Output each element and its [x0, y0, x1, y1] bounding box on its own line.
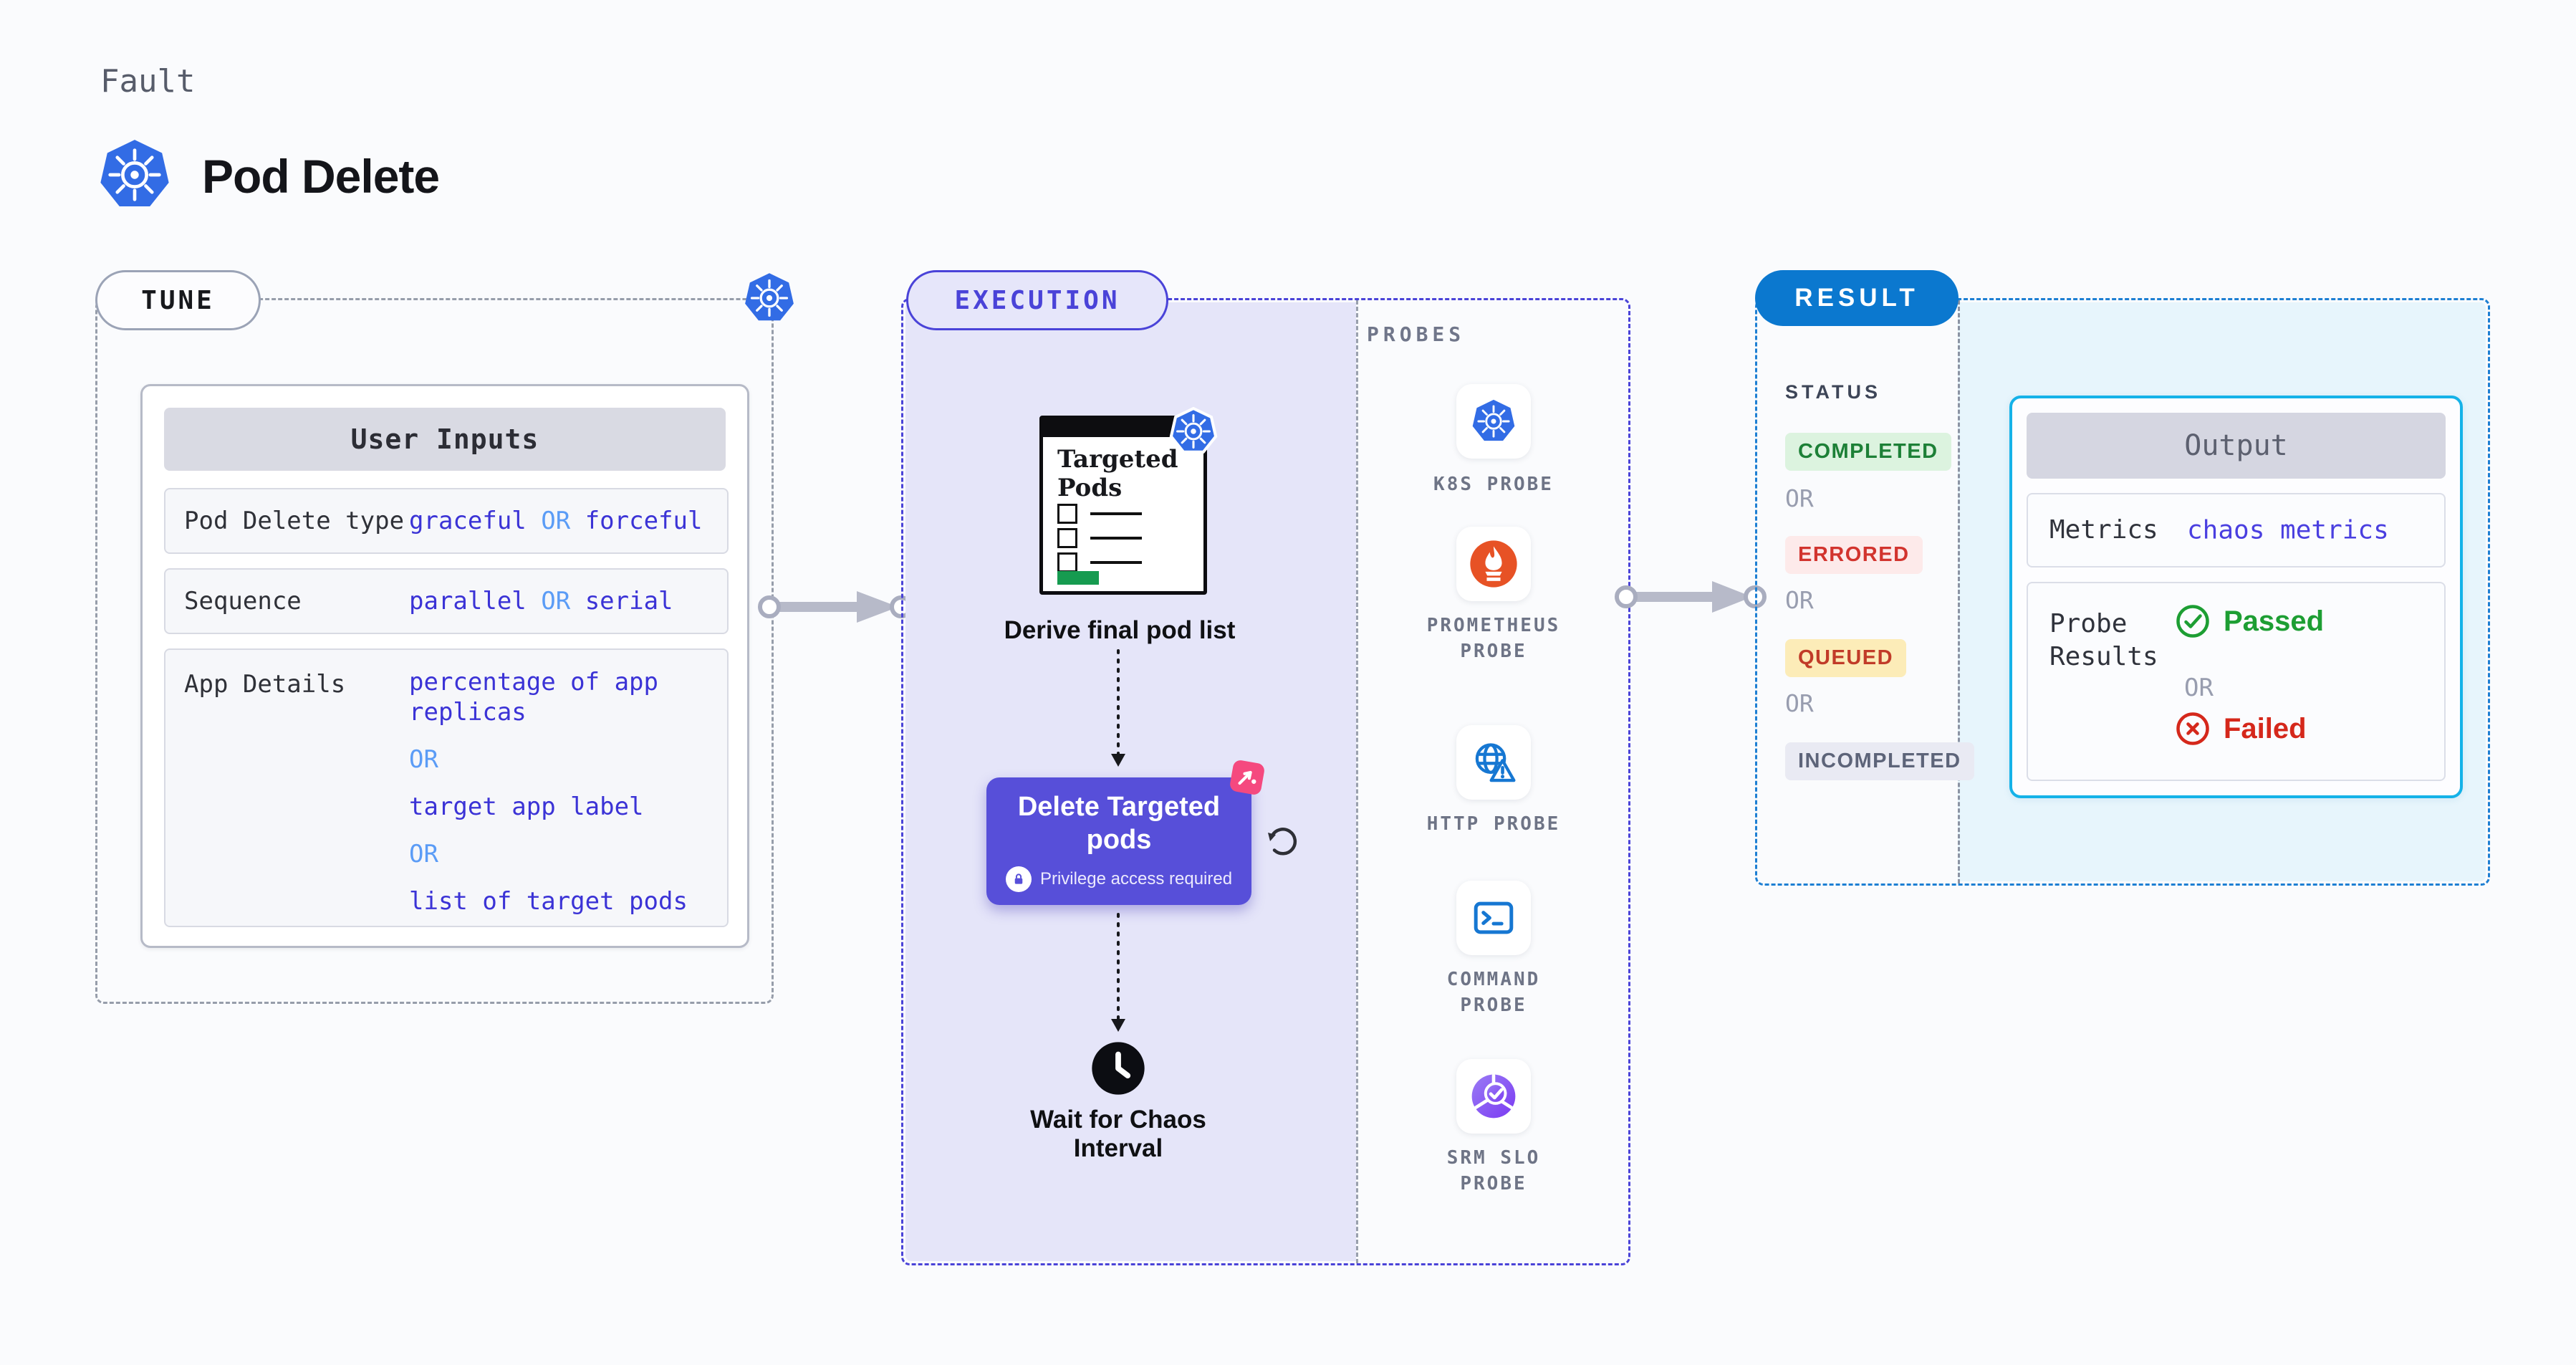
- input-row-value: percentage of app replicas OR target app…: [409, 668, 688, 916]
- page-title: Pod Delete: [202, 150, 440, 203]
- input-row-value: graceful OR forceful: [409, 507, 703, 535]
- checkbox-icon: [1057, 504, 1077, 524]
- list-line: [1090, 537, 1142, 540]
- status-or: OR: [1785, 484, 1814, 512]
- checkbox-icon: [1057, 528, 1077, 548]
- probe-label: HTTP PROBE: [1426, 813, 1561, 835]
- wait-chaos-interval-caption: Wait for Chaos Interval: [1030, 1106, 1206, 1162]
- http-globe-icon: [1475, 743, 1516, 782]
- input-row-label: Sequence: [184, 587, 302, 616]
- kubernetes-icon: [1471, 398, 1516, 442]
- flow-arrow-tune-to-execution: [758, 591, 913, 623]
- status-or: OR: [1785, 586, 1814, 614]
- privilege-note-label: Privilege access required: [1039, 869, 1233, 889]
- input-row-sequence: Sequence parallel OR serial: [164, 568, 729, 634]
- terminal-icon: [1474, 901, 1514, 934]
- tune-section-box: [95, 298, 774, 1004]
- input-row-value: parallel OR serial: [409, 587, 673, 616]
- status-title: STATUS: [1785, 381, 1881, 403]
- dotted-connector: [1111, 913, 1125, 1032]
- output-header: Output: [2027, 413, 2446, 479]
- probe-result-passed: Passed: [2175, 603, 2324, 639]
- delete-step-title: Delete Targeted pods: [1017, 792, 1221, 855]
- check-circle-icon: [2176, 605, 2209, 638]
- srm-slo-icon: [1471, 1073, 1516, 1119]
- pod-checklist-item: [1057, 552, 1142, 573]
- input-row-pod-delete-type: Pod Delete type graceful OR forceful: [164, 488, 729, 554]
- probe-result-failed: Failed: [2175, 711, 2307, 747]
- progress-bar: [1057, 571, 1099, 585]
- probes-separator: [1356, 300, 1358, 1263]
- status-separator: [1958, 300, 1960, 883]
- chaos-icon: [1230, 760, 1264, 795]
- list-line: [1090, 561, 1142, 564]
- kubernetes-icon: [97, 138, 172, 212]
- tune-pill: TUNE: [95, 270, 261, 330]
- probe-label: SRM SLO PROBE: [1446, 1147, 1541, 1194]
- probe-card-prometheus: [1456, 527, 1531, 601]
- input-row-label: App Details: [184, 670, 346, 699]
- pod-checklist-item: [1057, 528, 1142, 548]
- probe-label: K8S PROBE: [1433, 474, 1554, 495]
- retry-loop-icon: [1268, 828, 1297, 856]
- x-circle-icon: [2176, 712, 2209, 745]
- lock-icon: [1005, 866, 1032, 892]
- status-badge-errored: ERRORED: [1785, 536, 1923, 574]
- probe-label: PROMETHEUS PROBE: [1426, 615, 1561, 662]
- status-badge-completed: COMPLETED: [1785, 433, 1951, 471]
- probe-card-http: [1456, 725, 1531, 800]
- passed-label: Passed: [2224, 605, 2325, 637]
- execution-pill: EXECUTION: [906, 270, 1168, 330]
- metrics-label: Metrics: [2049, 515, 2158, 545]
- probe-card-command: [1456, 881, 1531, 955]
- probe-label: COMMAND PROBE: [1446, 969, 1541, 1016]
- probe-card-k8s: [1456, 384, 1531, 459]
- dotted-connector: [1111, 649, 1125, 767]
- input-row-app-details: App Details percentage of app replicas O…: [164, 648, 729, 927]
- status-badge-queued: QUEUED: [1785, 639, 1907, 677]
- checkbox-icon: [1057, 552, 1077, 573]
- kubernetes-icon: [1169, 407, 1218, 456]
- probe-card-srm-slo: [1456, 1059, 1531, 1134]
- result-pill: RESULT: [1755, 270, 1959, 326]
- probe-results-label: Probe Results: [2049, 609, 2158, 671]
- status-badge-incompleted: INCOMPLETED: [1785, 742, 1974, 780]
- input-row-label: Pod Delete type: [184, 507, 405, 535]
- status-or: OR: [1785, 689, 1814, 717]
- privilege-note: Privilege access required: [1005, 866, 1233, 892]
- metrics-value: chaos metrics: [2187, 515, 2389, 545]
- fault-eyebrow: Fault: [100, 63, 196, 100]
- user-inputs-header: User Inputs: [164, 408, 726, 471]
- delete-targeted-pods-step: Delete Targeted pods Privilege access re…: [986, 777, 1251, 905]
- failed-label: Failed: [2224, 712, 2307, 744]
- probe-result-or: OR: [2184, 674, 2214, 702]
- targeted-pods-title: Targeted Pods: [1057, 445, 1178, 502]
- user-inputs-card: User Inputs Pod Delete type graceful OR …: [140, 384, 749, 948]
- clock-icon: [1092, 1042, 1145, 1095]
- list-line: [1090, 512, 1142, 515]
- derive-pod-list-caption: Derive final pod list: [1004, 616, 1236, 644]
- flow-arrow-execution-to-result: [1615, 581, 1767, 613]
- pod-checklist-item: [1057, 504, 1142, 524]
- kubernetes-icon: [744, 272, 795, 322]
- output-card: Output Metrics chaos metrics Probe Resul…: [2009, 396, 2463, 798]
- output-row-probe-results: Probe Results Passed OR Failed: [2027, 582, 2446, 781]
- output-row-metrics: Metrics chaos metrics: [2027, 493, 2446, 567]
- prometheus-icon: [1470, 540, 1517, 588]
- probes-label: PROBES: [1367, 322, 1466, 346]
